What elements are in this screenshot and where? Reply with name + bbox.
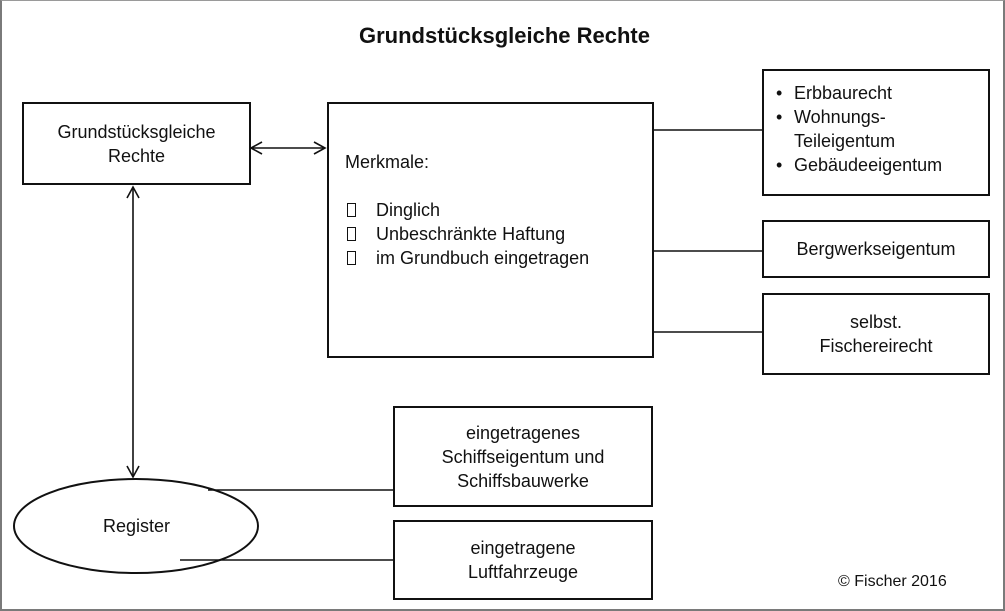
square-bullet-icon [347, 227, 356, 241]
features-heading: Merkmale: [345, 152, 430, 172]
features-item: im Grundbuch eingetragen [345, 246, 589, 270]
copyright-notice: © Fischer 2016 [838, 573, 947, 590]
square-bullet-icon [347, 251, 356, 265]
ship-box: eingetragenes Schiffseigentum und Schiff… [393, 406, 653, 507]
register-label: Register [102, 515, 171, 536]
left-box-line2: Rechte [107, 145, 166, 166]
aircraft-box: eingetragene Luftfahrzeuge [393, 520, 653, 600]
types-item: •Gebäudeeigentum [776, 155, 943, 175]
features-list: Dinglich Unbeschränkte Haftung im Grundb… [345, 198, 589, 270]
square-bullet-icon [347, 203, 356, 217]
features-item: Dinglich [345, 198, 589, 222]
types-box: •Erbbaurecht •Wohnungs-Teileigentum •Geb… [762, 69, 990, 196]
left-box-line1: Grundstücksgleiche [57, 121, 216, 142]
features-item: Unbeschränkte Haftung [345, 222, 589, 246]
left-box: Grundstücksgleiche Rechte [22, 102, 251, 185]
types-item: •Erbbaurecht [776, 83, 893, 103]
bullet-icon: • [776, 83, 783, 103]
register-ellipse [13, 478, 259, 574]
diagram-title: Grundstücksgleiche Rechte [359, 23, 650, 48]
mining-box: Bergwerkseigentum [762, 220, 990, 278]
bullet-icon: • [776, 155, 783, 175]
types-list: •Erbbaurecht •Wohnungs-Teileigentum •Geb… [776, 81, 942, 177]
bullet-icon: • [776, 107, 783, 127]
fishing-box: selbst. Fischereirecht [762, 293, 990, 375]
features-box: Merkmale: Dinglich Unbeschränkte Haftung… [327, 102, 654, 358]
types-item: •Wohnungs-Teileigentum [776, 107, 896, 151]
